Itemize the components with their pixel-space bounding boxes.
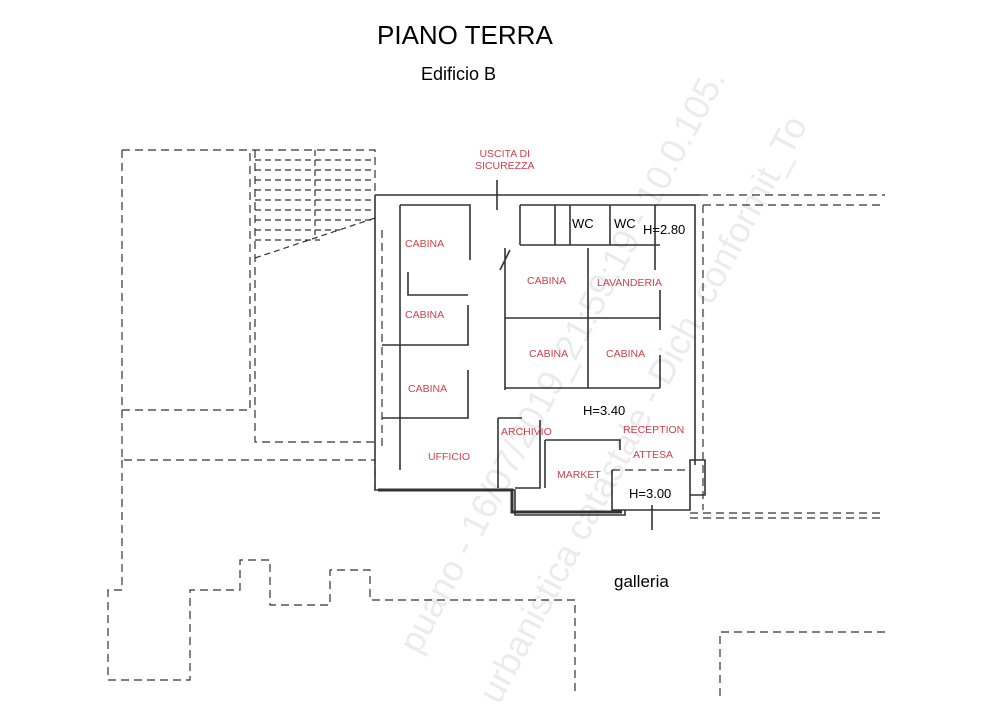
page-subtitle: Edificio B bbox=[421, 64, 497, 84]
label-cabina: CABINA bbox=[405, 309, 445, 321]
label-ufficio: UFFICIO bbox=[428, 451, 470, 463]
page-title: PIANO TERRA bbox=[377, 20, 553, 50]
label-cabina: CABINA bbox=[527, 275, 567, 287]
label-market: MARKET bbox=[557, 469, 601, 481]
label-wc: WC bbox=[614, 216, 636, 231]
height-label: H=3.40 bbox=[583, 403, 626, 418]
label-reception: RECEPTION bbox=[623, 424, 685, 436]
stairs bbox=[254, 150, 376, 259]
label-galleria: galleria bbox=[614, 572, 669, 591]
label-attesa: ATTESA bbox=[633, 449, 674, 461]
height-label: H=2.80 bbox=[643, 222, 686, 237]
label-cabina: CABINA bbox=[408, 383, 448, 395]
exit-line: USCITA DI bbox=[479, 148, 531, 160]
dashed-outlines bbox=[107, 149, 885, 696]
walls bbox=[374, 180, 706, 530]
label-lavanderia: LAVANDERIA bbox=[597, 277, 662, 289]
exit-line: SICUREZZA bbox=[475, 160, 535, 172]
label-wc: WC bbox=[572, 216, 594, 231]
label-cabina: CABINA bbox=[529, 348, 569, 360]
label-archivio: ARCHIVIO bbox=[501, 426, 552, 438]
label-cabina: CABINA bbox=[606, 348, 646, 360]
label-cabina: CABINA bbox=[405, 238, 445, 250]
height-label: H=3.00 bbox=[629, 486, 672, 501]
